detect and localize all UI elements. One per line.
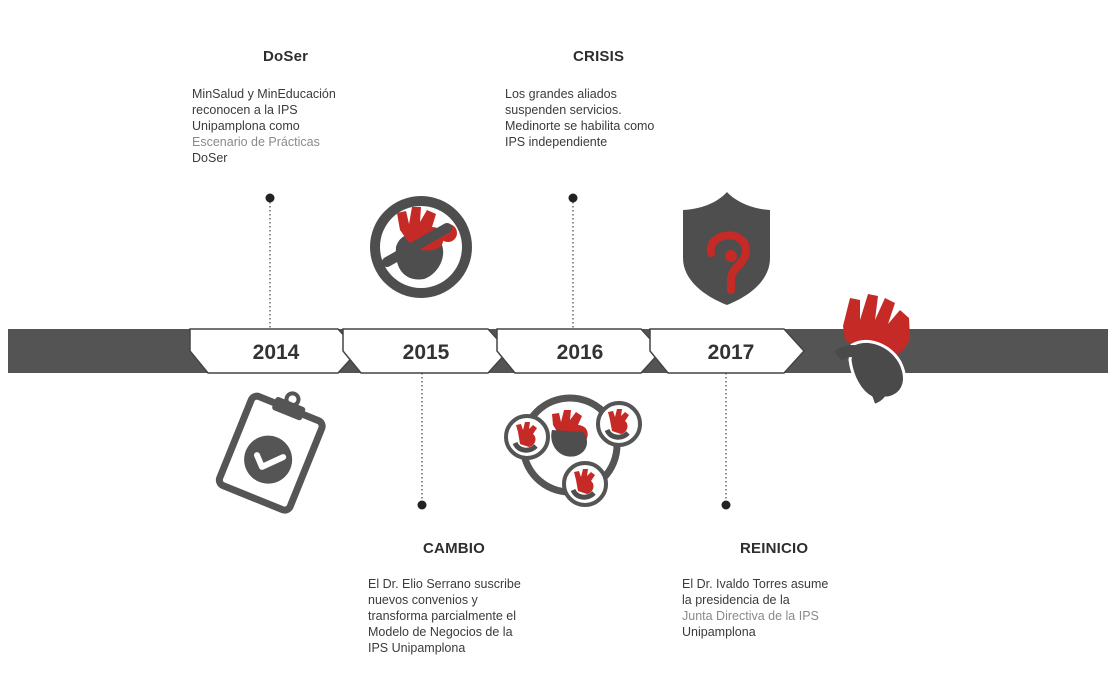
desc-line: El Dr. Elio Serrano suscribe (368, 577, 521, 591)
desc-line: MinSalud y MinEducación (192, 87, 336, 101)
desc-line: Junta Directiva de la IPS (682, 609, 819, 623)
desc-line: Unipamplona (682, 625, 756, 639)
desc-line: reconocen a la IPS (192, 103, 298, 117)
event-title-crisis: CRISIS (573, 48, 625, 65)
year-label-2016: 2016 (557, 341, 604, 364)
heart-network-icon (504, 394, 642, 507)
heart-emblem-icon (370, 196, 472, 298)
year-tag-2017: 2017 (649, 328, 806, 374)
year-label-2015: 2015 (403, 341, 450, 364)
shield-question-icon (683, 192, 770, 305)
desc-line: la presidencia de la (682, 593, 790, 607)
desc-line: Escenario de Prácticas (192, 135, 320, 149)
connector-crisis (568, 193, 578, 329)
event-title-cambio: CAMBIO (423, 540, 486, 557)
year-tag-2016: 2016 (496, 328, 663, 374)
desc-line: Los grandes aliados (505, 87, 617, 101)
desc-line: Modelo de Negocios de la (368, 625, 513, 639)
desc-line: nuevos convenios y (368, 593, 478, 607)
desc-line: suspenden servicios. (505, 103, 622, 117)
year-label-2014: 2014 (253, 341, 300, 364)
desc-line: Medinorte se habilita como (505, 119, 655, 133)
connector-reinicio (721, 373, 731, 510)
year-label-2017: 2017 (708, 341, 755, 364)
year-tag-2015: 2015 (342, 328, 510, 374)
clipboard-check-icon (215, 391, 326, 514)
desc-line: Unipamplona como (192, 119, 300, 133)
desc-line: transforma parcialmente el (368, 609, 516, 623)
event-desc-crisis: Los grandes aliados suspenden servicios.… (505, 86, 705, 150)
connector-cambio (417, 373, 427, 510)
desc-line: El Dr. Ivaldo Torres asume (682, 577, 829, 591)
event-desc-doser: MinSalud y MinEducación reconocen a la I… (192, 86, 377, 166)
event-title-reinicio: REINICIO (740, 540, 809, 557)
year-tag-2014: 2014 (189, 328, 360, 374)
event-desc-cambio: El Dr. Elio Serrano suscribe nuevos conv… (368, 576, 568, 656)
event-title-doser: DoSer (263, 48, 309, 65)
event-desc-reinicio: El Dr. Ivaldo Torres asume la presidenci… (682, 576, 882, 640)
desc-line: IPS independiente (505, 135, 608, 149)
connector-doser (265, 193, 275, 329)
desc-line: DoSer (192, 151, 228, 165)
desc-line: IPS Unipamplona (368, 641, 466, 655)
hand-heart-icon (834, 294, 910, 404)
